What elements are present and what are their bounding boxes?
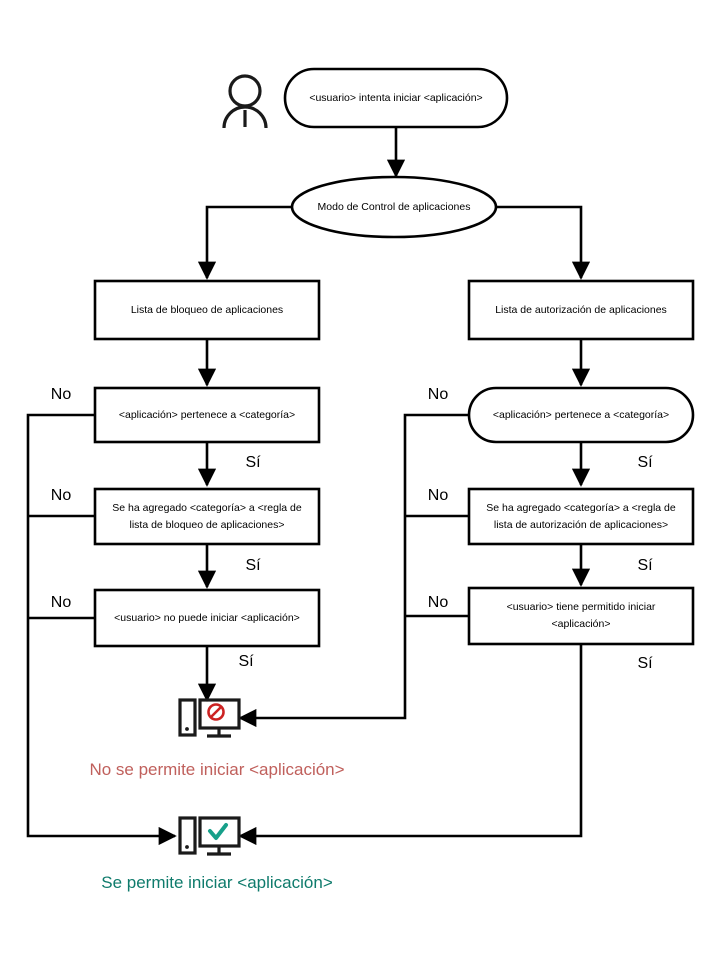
node-start-label: <usuario> intenta iniciar <aplicación> bbox=[309, 92, 482, 104]
edge-left-no-bus bbox=[26, 413, 177, 846]
caption-deny: No se permite iniciar <aplicación> bbox=[89, 760, 344, 779]
branch-label-deny-rule-yes: Sí bbox=[245, 557, 261, 574]
edge-right-no-bus bbox=[238, 413, 469, 728]
node-deny-result-label: <usuario> no puede iniciar <aplicación> bbox=[114, 612, 300, 624]
branch-label-allow-rule-no: No bbox=[428, 487, 449, 504]
node-allow-rule: Se ha agregado <categoría> a <regla de l… bbox=[467, 487, 695, 546]
node-deny-category: <aplicación> pertenece a <categoría> bbox=[93, 386, 321, 444]
branch-label-allow-result-no: No bbox=[428, 594, 449, 611]
caption-allow: Se permite iniciar <aplicación> bbox=[101, 873, 333, 892]
node-allow-list: Lista de autorización de aplicaciones bbox=[467, 279, 695, 341]
computer-blocked-icon bbox=[178, 698, 241, 738]
branch-label-deny-category-yes: Sí bbox=[245, 454, 261, 471]
edge-allow-result-yes bbox=[238, 644, 583, 846]
branch-label-allow-result-yes: Sí bbox=[637, 655, 653, 672]
node-deny-list-label: Lista de bloqueo de aplicaciones bbox=[131, 304, 283, 316]
node-allow-rule-line1: Se ha agregado <categoría> a <regla de bbox=[486, 502, 676, 514]
branch-label-deny-rule-no: No bbox=[51, 487, 72, 504]
node-deny-rule-line1: Se ha agregado <categoría> a <regla de bbox=[112, 502, 302, 514]
node-allow-category-label: <aplicación> pertenece a <categoría> bbox=[493, 409, 669, 421]
branch-label-deny-result-yes: Sí bbox=[238, 653, 254, 670]
branch-label-deny-result-no: No bbox=[51, 594, 72, 611]
node-allow-list-label: Lista de autorización de aplicaciones bbox=[495, 304, 667, 316]
node-deny-category-label: <aplicación> pertenece a <categoría> bbox=[119, 409, 295, 421]
node-allow-result-line1: <usuario> tiene permitido iniciar bbox=[507, 601, 656, 613]
node-allow-result: <usuario> tiene permitido iniciar <aplic… bbox=[467, 586, 695, 646]
node-deny-rule: Se ha agregado <categoría> a <regla de l… bbox=[93, 487, 321, 546]
node-deny-list: Lista de bloqueo de aplicaciones bbox=[93, 279, 321, 341]
node-mode: Modo de Control de aplicaciones bbox=[290, 175, 498, 239]
edge-mode-to-deny-list bbox=[197, 205, 292, 280]
node-mode-label: Modo de Control de aplicaciones bbox=[318, 201, 471, 213]
branch-label-deny-category-no: No bbox=[51, 386, 72, 403]
node-start: <usuario> intenta iniciar <aplicación> bbox=[283, 67, 509, 129]
node-deny-result: <usuario> no puede iniciar <aplicación> bbox=[93, 588, 321, 648]
edge-mode-to-allow-list bbox=[496, 205, 591, 280]
computer-allowed-icon bbox=[178, 816, 241, 856]
node-allow-result-line2: <aplicación> bbox=[552, 618, 611, 630]
node-allow-category: <aplicación> pertenece a <categoría> bbox=[467, 386, 695, 444]
branch-label-allow-category-no: No bbox=[428, 386, 449, 403]
branch-label-allow-rule-yes: Sí bbox=[637, 557, 653, 574]
node-deny-rule-line2: lista de bloqueo de aplicaciones> bbox=[130, 519, 285, 531]
node-allow-rule-line2: lista de autorización de aplicaciones> bbox=[494, 519, 668, 531]
user-icon bbox=[222, 74, 268, 129]
branch-label-allow-category-yes: Sí bbox=[637, 454, 653, 471]
